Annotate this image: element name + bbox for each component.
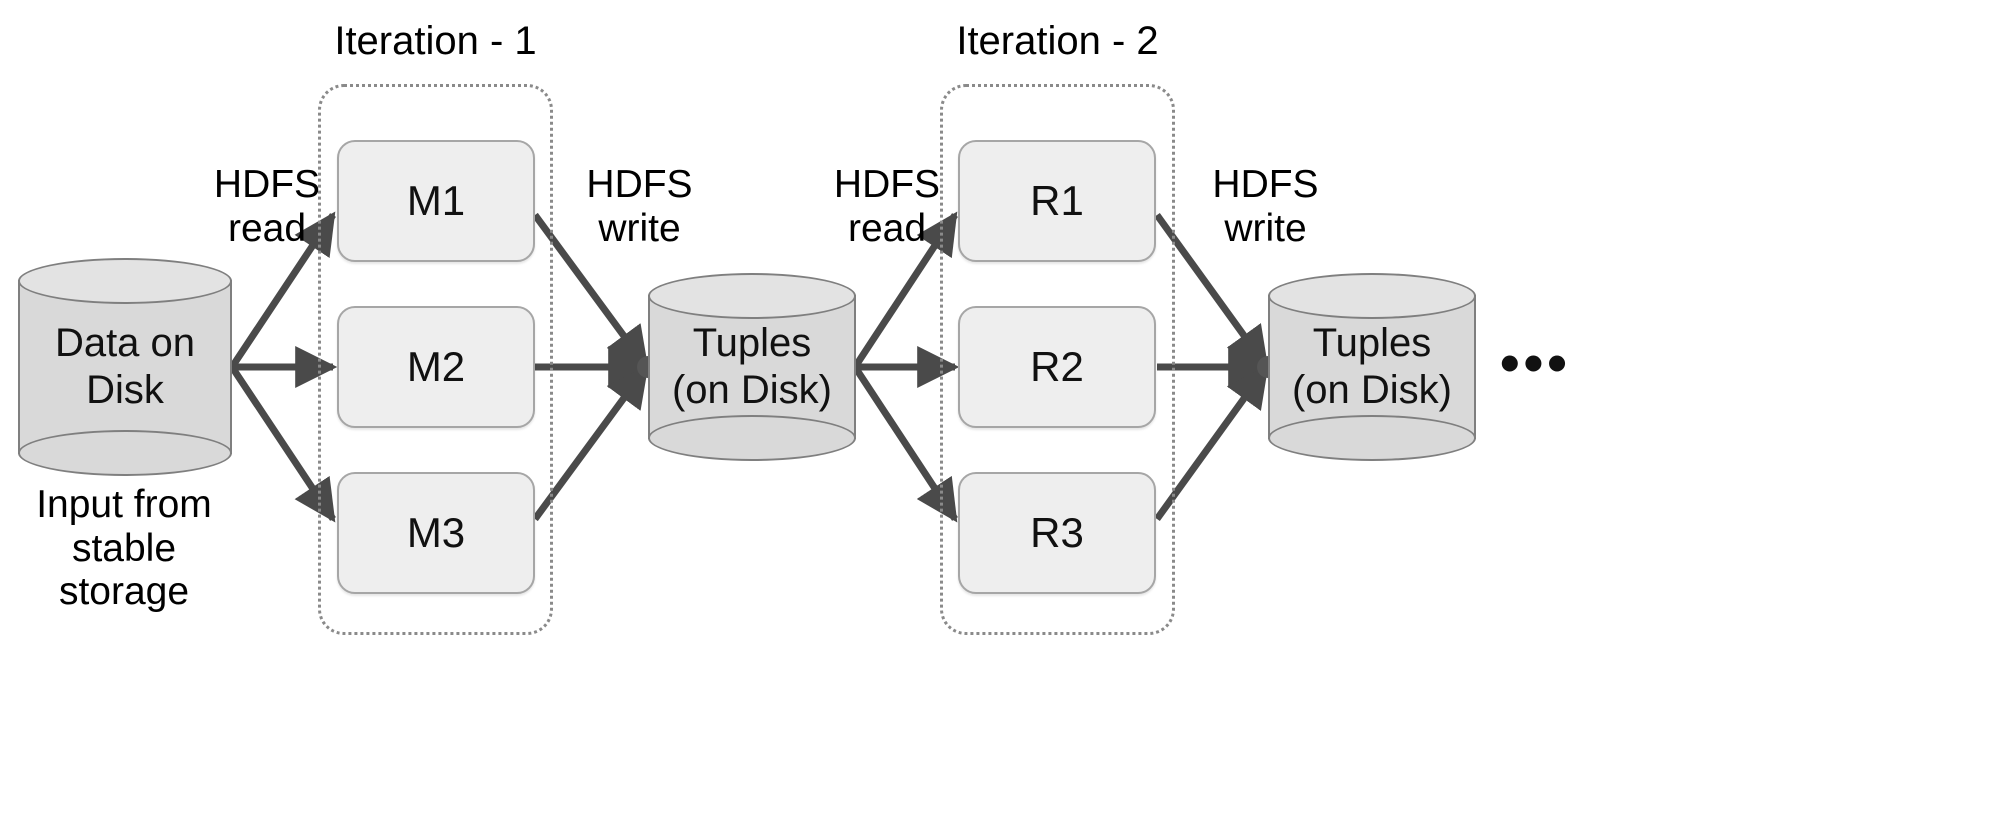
iteration-1-group — [318, 84, 553, 635]
task-box-m3-label: M3 — [406, 509, 466, 556]
cylinder-bottom-ellipse — [18, 430, 232, 476]
task-box-r2-label: R2 — [1030, 343, 1084, 390]
task-box-m1[interactable]: M1 — [337, 140, 535, 262]
edge-label-hdfs-read-1: HDFS read — [213, 163, 321, 250]
iteration-2-group — [940, 84, 1175, 635]
task-box-m3[interactable]: M3 — [337, 472, 535, 594]
task-box-r3[interactable]: R3 — [958, 472, 1156, 594]
store-right-label: Tuples (on Disk) — [1291, 320, 1453, 412]
task-box-m1-label: M1 — [406, 177, 466, 224]
cylinder-bottom-ellipse — [1268, 415, 1476, 461]
cylinder-top-ellipse — [18, 258, 232, 304]
task-box-r2[interactable]: R2 — [958, 306, 1156, 428]
store-right-cylinder: Tuples (on Disk) — [1268, 273, 1476, 461]
store-input-label: Data on Disk — [54, 320, 196, 412]
task-box-r1-label: R1 — [1030, 177, 1084, 224]
iteration-1-title: Iteration - 1 — [334, 19, 537, 63]
cylinder-top-ellipse — [1268, 273, 1476, 319]
edge-label-hdfs-write-2: HDFS write — [1212, 163, 1319, 250]
cylinder-top-ellipse — [648, 273, 856, 319]
task-box-m2-label: M2 — [406, 343, 466, 390]
store-middle-label: Tuples (on Disk) — [671, 320, 833, 412]
store-middle-cylinder: Tuples (on Disk) — [648, 273, 856, 461]
edge-label-hdfs-read-2: HDFS read — [833, 163, 941, 250]
task-box-r1[interactable]: R1 — [958, 140, 1156, 262]
cylinder-body — [18, 280, 232, 454]
edge-label-hdfs-write-1: HDFS write — [586, 163, 693, 250]
task-box-r3-label: R3 — [1030, 509, 1084, 556]
store-input-cylinder: Data on Disk — [18, 258, 232, 476]
task-box-m2[interactable]: M2 — [337, 306, 535, 428]
cylinder-bottom-ellipse — [648, 415, 856, 461]
continuation-ellipsis-icon: ••• — [1500, 331, 1571, 394]
store-input-caption: Input from stable storage — [36, 483, 212, 614]
iteration-2-title: Iteration - 2 — [956, 19, 1159, 63]
